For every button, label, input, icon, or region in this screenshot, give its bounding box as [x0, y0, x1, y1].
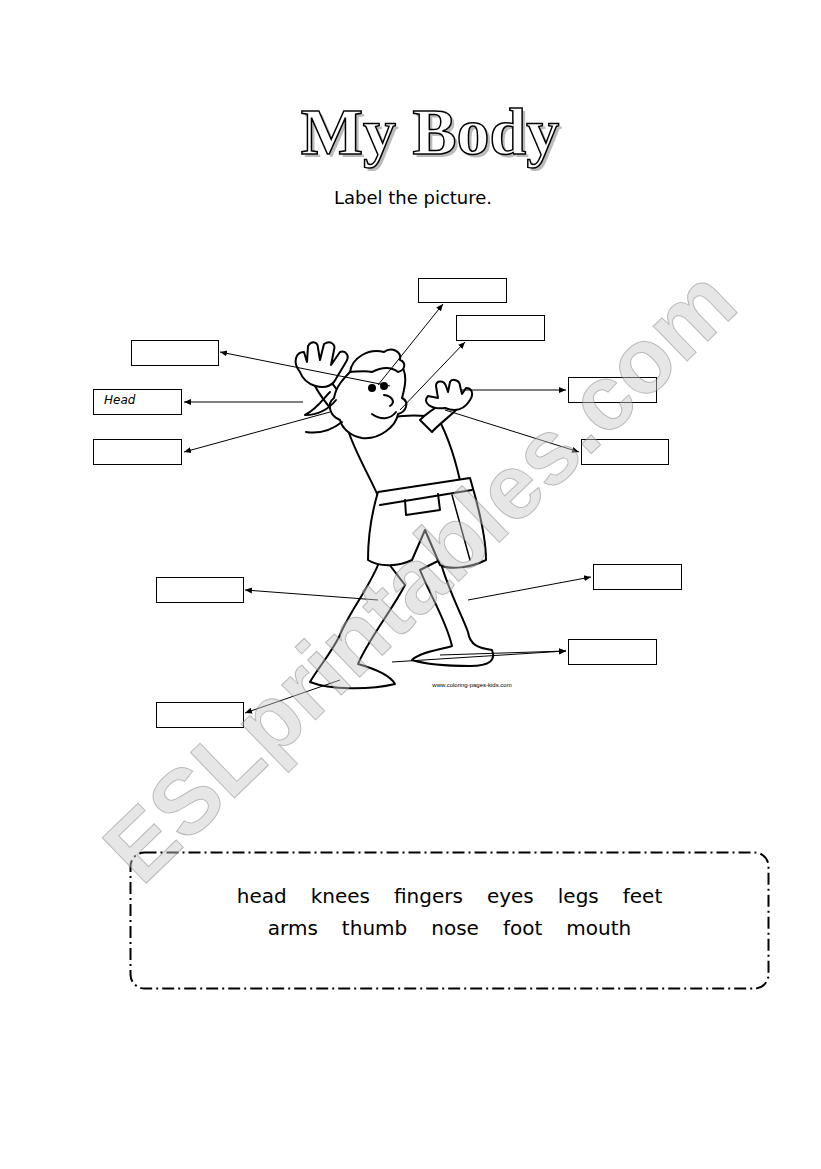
word-bank-word: head [237, 884, 287, 908]
word-bank-word: legs [558, 884, 599, 908]
label-box [132, 341, 219, 366]
instruction-text: Label the picture. [334, 187, 492, 208]
label-box [457, 316, 545, 341]
label-text: Head [104, 393, 171, 407]
word-bank-word: eyes [487, 884, 534, 908]
word-bank-word: arms [268, 916, 318, 940]
label-box: Head [93, 389, 182, 415]
word-bank: head knees fingers eyes legs feet arms thumb nos… [131, 845, 768, 980]
label-box [419, 279, 507, 303]
label-box [569, 640, 657, 665]
word-row: head knees fingers eyes legs feet [225, 881, 675, 913]
word-bank-border [131, 853, 769, 989]
word-bank-word: fingers [394, 884, 463, 908]
label-box [157, 578, 244, 603]
word-bank-word: foot [503, 916, 542, 940]
word-bank-word: feet [623, 884, 663, 908]
word-bank-word: mouth [566, 916, 631, 940]
label-box [94, 440, 182, 465]
word-bank-word: thumb [342, 916, 407, 940]
label-box [594, 565, 682, 590]
word-bank-word: knees [311, 884, 370, 908]
credit-text: www.coloring-pages-kids.com [432, 682, 511, 688]
word-bank-word: nose [431, 916, 479, 940]
word-row: arms thumb nose foot mouth [256, 913, 643, 945]
page-title: My Body [301, 94, 560, 170]
